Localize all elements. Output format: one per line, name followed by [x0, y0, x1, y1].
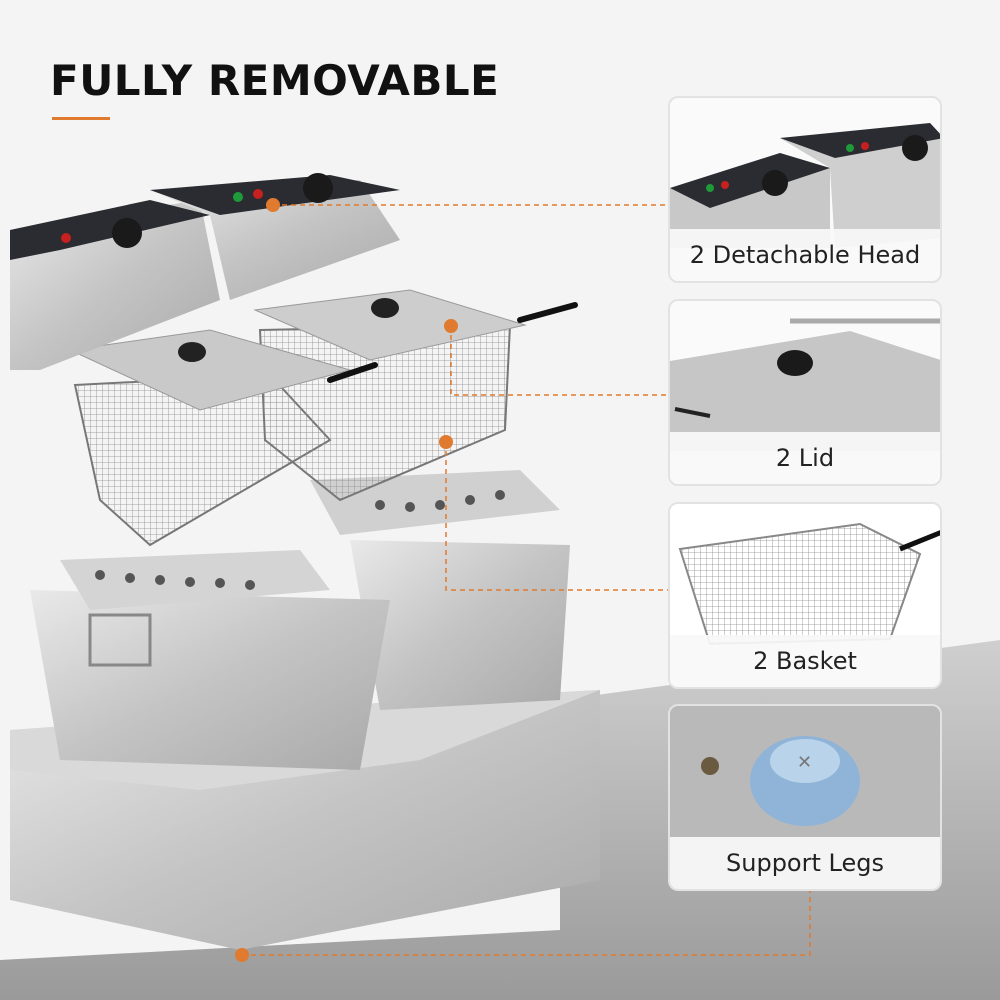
- feature-label: 2 Detachable Head: [670, 229, 940, 281]
- feature-card-detachable-head: 2 Detachable Head: [668, 96, 942, 283]
- feature-card-lid: 2 Lid: [668, 299, 942, 486]
- page-title: FULLY REMOVABLE: [50, 56, 500, 105]
- feature-label: Support Legs: [670, 837, 940, 889]
- title-underline: [52, 117, 110, 120]
- head-marker-dot: [266, 198, 280, 212]
- feature-label: 2 Basket: [670, 635, 940, 687]
- lid-marker-dot: [444, 319, 458, 333]
- lid-image: [670, 318, 940, 451]
- feature-card-support-legs: ✕ Support Legs: [668, 704, 942, 891]
- feature-label: 2 Lid: [670, 432, 940, 484]
- basket-marker-dot: [439, 435, 453, 449]
- svg-text:✕: ✕: [797, 752, 812, 772]
- feature-card-basket: 2 Basket: [668, 502, 942, 689]
- fryer-head-image: [670, 123, 940, 248]
- leg-marker-dot: [235, 948, 249, 962]
